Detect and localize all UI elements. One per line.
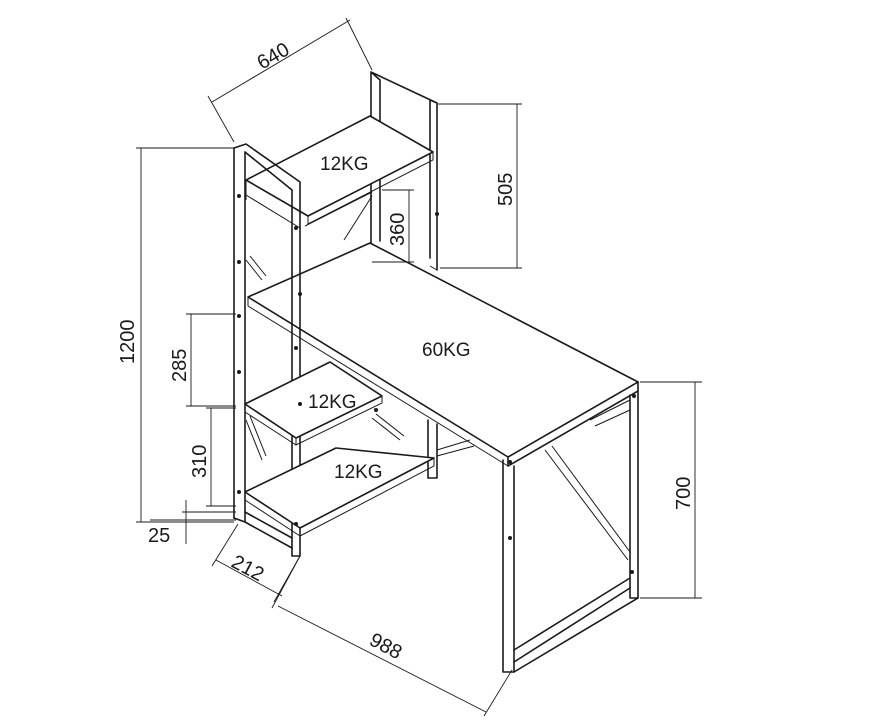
top-shelf-edge <box>307 152 434 225</box>
dim-label-1200: 1200 <box>117 320 139 365</box>
load-label-bottom-shelf: 12KG <box>334 462 383 483</box>
dimension-285 <box>186 313 236 407</box>
dim-label-640: 640 <box>254 39 294 75</box>
dim-label-360: 360 <box>387 213 409 246</box>
dimension-505 <box>438 103 522 269</box>
dimension-640 <box>207 17 373 143</box>
dimension-700 <box>640 381 702 599</box>
bottom-shelf <box>244 447 435 537</box>
load-label-desk-top: 60KG <box>422 340 471 361</box>
dim-label-285: 285 <box>169 349 191 382</box>
dim-label-988: 988 <box>366 629 406 664</box>
dimension-988 <box>271 555 513 717</box>
dim-label-212: 212 <box>228 551 268 586</box>
rear-brace-lower <box>371 413 405 441</box>
side-brace-lower <box>245 415 267 461</box>
dimension-310 <box>206 407 236 507</box>
load-label-top-shelf: 12KG <box>320 154 369 175</box>
dimension-25 <box>150 500 236 544</box>
desk-rear-leg <box>427 419 475 479</box>
dim-label-25: 25 <box>148 525 170 547</box>
dimension-360 <box>372 189 414 263</box>
dim-label-505: 505 <box>495 173 517 206</box>
upper-brace <box>304 191 373 241</box>
load-label-middle-shelf: 12KG <box>308 392 357 413</box>
dim-label-310: 310 <box>189 445 211 478</box>
upper-rail <box>245 180 301 229</box>
dimension-1200 <box>136 147 234 523</box>
middle-shelf <box>244 361 383 446</box>
desk-top <box>247 242 639 467</box>
bolt-markers <box>237 194 636 574</box>
side-brace-upper <box>245 255 267 281</box>
desk-right-frame <box>502 390 639 673</box>
dim-label-700: 700 <box>673 477 695 510</box>
